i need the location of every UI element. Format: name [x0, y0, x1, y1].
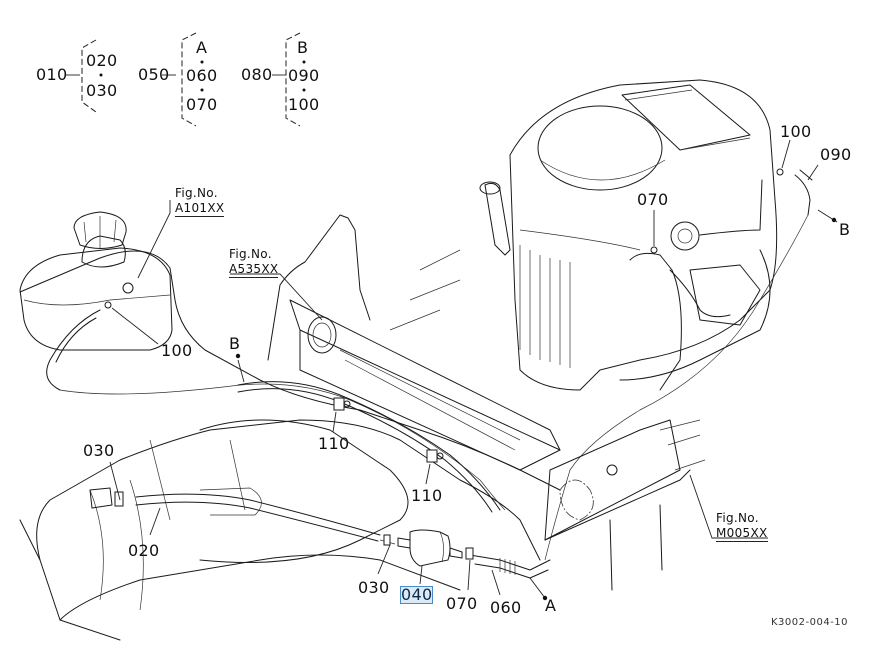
- legend-child-060[interactable]: 060: [186, 66, 218, 85]
- hose-clips-110: [333, 397, 444, 463]
- callout-B-right[interactable]: B: [839, 220, 851, 239]
- legend-child-030[interactable]: 030: [86, 81, 118, 100]
- legend-child-100[interactable]: 100: [288, 95, 320, 114]
- legend-parent-050[interactable]: 050: [138, 65, 170, 84]
- callout-100-engine[interactable]: 100: [780, 122, 812, 141]
- callout-060[interactable]: 060: [490, 598, 522, 617]
- frame-bracket: [267, 214, 561, 471]
- callout-090[interactable]: 090: [820, 145, 852, 164]
- fuel-hose-020: [89, 487, 381, 542]
- callout-B-left[interactable]: B: [229, 334, 241, 353]
- drawing-code: K3002-004-10: [771, 617, 849, 628]
- callout-110-a[interactable]: 110: [318, 434, 350, 453]
- figref-m005-number[interactable]: M005XX: [716, 526, 768, 542]
- legend-child-090[interactable]: 090: [288, 66, 320, 85]
- engine: [479, 79, 778, 391]
- hose-left: [46, 309, 506, 513]
- mower-deck-frame: [544, 419, 706, 591]
- figref-a535-title: Fig.No.: [229, 247, 272, 261]
- callout-070-bottom[interactable]: 070: [446, 594, 478, 613]
- callout-040-fuel-filter[interactable]: 040: [399, 585, 434, 604]
- leader-lines: [109, 139, 838, 601]
- fuel-filter-040: [379, 529, 474, 567]
- callout-030-left[interactable]: 030: [83, 441, 115, 460]
- callout-100-left[interactable]: 100: [161, 341, 193, 360]
- callout-070-top[interactable]: 070: [637, 190, 669, 209]
- callout-A[interactable]: A: [545, 596, 557, 615]
- figref-a535-number[interactable]: A535XX: [229, 262, 279, 278]
- legend-parent-010[interactable]: 010: [36, 65, 68, 84]
- legend-header-B: B: [297, 38, 309, 57]
- fuel-line-right: [469, 169, 813, 579]
- legend-header-A: A: [196, 38, 208, 57]
- clamps: [104, 168, 784, 309]
- figref-a101-title: Fig.No.: [175, 186, 218, 200]
- legend-parent-080[interactable]: 080: [241, 65, 273, 84]
- legend-child-020[interactable]: 020: [86, 51, 118, 70]
- legend-brackets: [66, 32, 306, 127]
- callout-110-b[interactable]: 110: [411, 486, 443, 505]
- legend-child-070[interactable]: 070: [186, 95, 218, 114]
- figref-m005-title: Fig.No.: [716, 511, 759, 525]
- fuel-tank: [19, 211, 173, 351]
- callout-030-bottom[interactable]: 030: [358, 578, 390, 597]
- figref-a101-number[interactable]: A101XX: [175, 201, 225, 217]
- callout-020[interactable]: 020: [128, 541, 160, 560]
